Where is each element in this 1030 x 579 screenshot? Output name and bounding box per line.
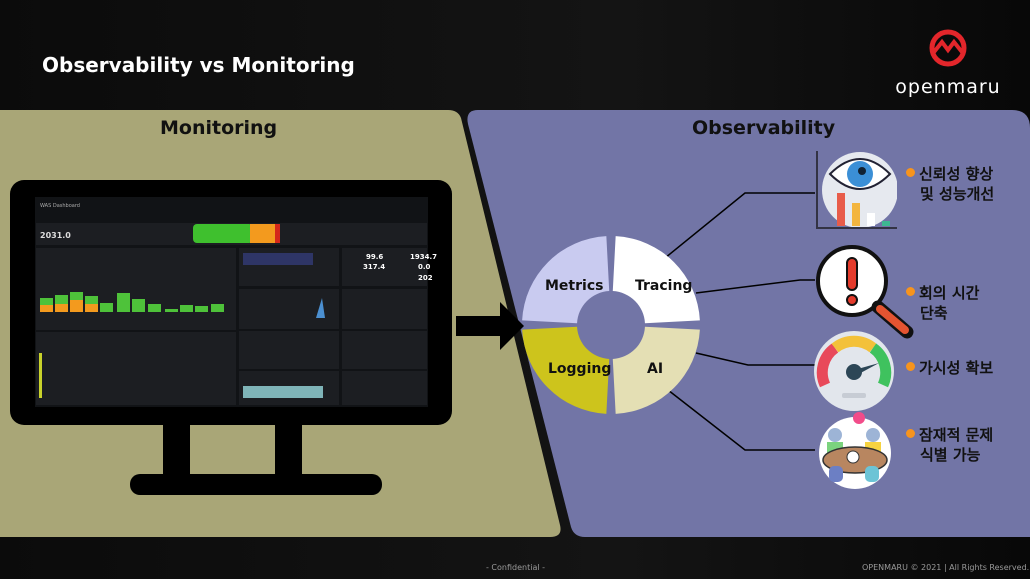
benefit-line: 단축 bbox=[920, 304, 948, 322]
bullet-icon bbox=[906, 168, 915, 177]
dashboard-stat: 99.6 bbox=[366, 253, 384, 261]
segment-metrics: Metrics bbox=[545, 278, 604, 294]
dashboard-stat: 317.4 bbox=[363, 263, 386, 271]
bullet-icon bbox=[906, 362, 915, 371]
arrow-icon bbox=[456, 302, 524, 350]
benefit-line: 가시성 확보 bbox=[919, 359, 994, 377]
segment-ai: AI bbox=[647, 361, 664, 377]
donut-segment-metrics bbox=[522, 236, 610, 324]
dashboard-stat: 0.0 bbox=[418, 263, 431, 271]
eye-bar-chart-icon bbox=[816, 151, 897, 229]
copyright-label: OPENMARU © 2021 | All Rights Reserved. bbox=[862, 563, 1030, 572]
benefit-item: 가시성 확보 bbox=[906, 358, 993, 378]
bullet-icon bbox=[906, 429, 915, 438]
slide-title: Observability vs Monitoring bbox=[42, 53, 355, 77]
benefit-line: 회의 시간 bbox=[919, 284, 980, 302]
segment-logging: Logging bbox=[548, 361, 612, 377]
benefit-line: 잠재적 문제 bbox=[919, 426, 994, 444]
observability-donut bbox=[522, 236, 700, 414]
benefit-line: 및 성능개선 bbox=[920, 185, 995, 203]
bullet-icon bbox=[906, 287, 915, 296]
observability-panel bbox=[467, 110, 1030, 537]
monitoring-title: Monitoring bbox=[160, 117, 278, 139]
donut-segment-ai bbox=[612, 326, 700, 414]
logo-mark-icon bbox=[929, 29, 967, 67]
donut-segment-logging bbox=[522, 326, 610, 414]
confidential-label: - Confidential - bbox=[486, 563, 546, 572]
benefit-line: 신뢰성 향상 bbox=[919, 165, 994, 183]
logo-text: openmaru bbox=[895, 76, 1001, 98]
openmaru-logo: openmaru bbox=[893, 28, 1003, 98]
dashboard-stat: 202 bbox=[418, 274, 433, 282]
dashboard-stat: 1934.7 bbox=[410, 253, 438, 261]
segment-tracing: Tracing bbox=[635, 278, 693, 294]
connector-lines bbox=[664, 192, 815, 451]
dashboard-value: 2031.0 bbox=[40, 231, 71, 240]
gauge-icon bbox=[814, 331, 894, 411]
dashboard-screenshot bbox=[35, 197, 428, 407]
donut-segment-tracing bbox=[612, 236, 700, 324]
meeting-icon bbox=[819, 412, 891, 489]
magnifier-alert-icon bbox=[816, 245, 914, 339]
observability-title: Observability bbox=[692, 117, 836, 139]
benefit-line: 식별 가능 bbox=[920, 446, 981, 464]
dashboard-title: WAS Dashboard bbox=[40, 203, 80, 209]
